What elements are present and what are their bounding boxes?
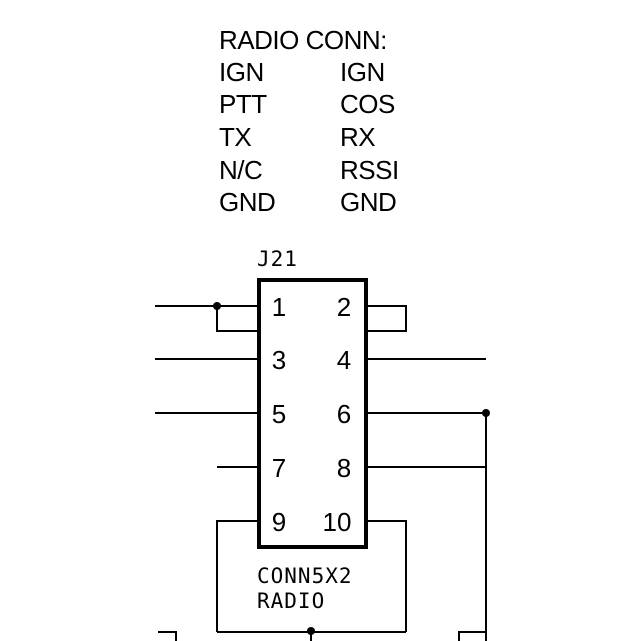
note-row-2-left: PTT bbox=[219, 89, 267, 119]
pin-number-3: 3 bbox=[272, 345, 286, 375]
pin-numbers: 1 2 3 4 5 6 7 8 9 10 bbox=[272, 292, 352, 537]
note-row-1-right: IGN bbox=[340, 57, 385, 87]
wires bbox=[155, 302, 490, 641]
wire-pin-2 bbox=[366, 305, 407, 332]
junction-dot-pin-1 bbox=[213, 302, 221, 310]
wire-pin-9 bbox=[216, 520, 259, 632]
note-row-5-right: GND bbox=[340, 187, 396, 217]
radio-connection-note: RADIO CONN: IGN IGN PTT COS TX RX N/C RS… bbox=[219, 25, 399, 217]
connector-body bbox=[257, 278, 368, 549]
wire-pin-10 bbox=[366, 520, 407, 632]
connector-name: RADIO bbox=[257, 589, 325, 613]
note-row-3-left: TX bbox=[219, 122, 251, 152]
pin-number-8: 8 bbox=[337, 453, 351, 483]
pin-number-7: 7 bbox=[272, 453, 286, 483]
note-row-1-left: IGN bbox=[219, 57, 264, 87]
note-row-4-left: N/C bbox=[219, 155, 262, 185]
pin-number-2: 2 bbox=[337, 292, 351, 322]
wire-pin-1-loop bbox=[216, 306, 259, 332]
pin-number-5: 5 bbox=[272, 399, 286, 429]
junction-dot-ground bbox=[307, 627, 315, 635]
pin-number-4: 4 bbox=[337, 345, 351, 375]
partial-part-right bbox=[458, 631, 486, 641]
pin-number-9: 9 bbox=[272, 507, 286, 537]
partial-part-left bbox=[158, 631, 177, 641]
note-row-5-left: GND bbox=[219, 187, 275, 217]
connector-value: CONN5X2 bbox=[257, 564, 353, 588]
note-row-2-right: COS bbox=[340, 89, 395, 119]
pin-number-10: 10 bbox=[323, 507, 352, 537]
note-heading: RADIO CONN: bbox=[219, 25, 387, 55]
pin-number-6: 6 bbox=[337, 399, 351, 429]
note-row-4-right: RSSI bbox=[340, 155, 399, 185]
note-row-3-right: RX bbox=[340, 122, 375, 152]
connector-ref: J21 bbox=[257, 247, 298, 271]
pin-number-1: 1 bbox=[272, 292, 286, 322]
